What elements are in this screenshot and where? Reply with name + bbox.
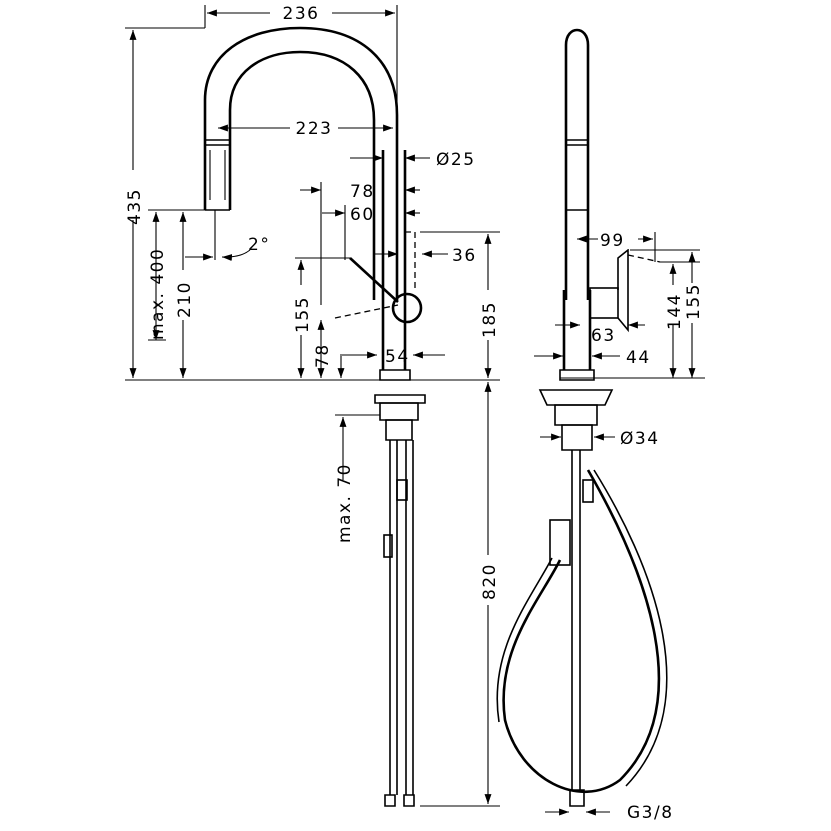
dim-60-label: 60	[350, 205, 375, 225]
side-lever-block	[589, 287, 619, 319]
dim-44-label: 44	[626, 348, 651, 368]
dim-223-label: 223	[296, 119, 333, 139]
side-shank	[561, 424, 593, 451]
deck-flange	[374, 394, 426, 404]
dim-63-label: 63	[591, 326, 616, 346]
spray-head	[205, 139, 230, 211]
body-base	[379, 369, 411, 381]
hose-right	[405, 440, 414, 795]
dim-820-label: 820	[480, 563, 500, 600]
hose-clip-upper	[396, 479, 408, 501]
mount-shank	[385, 419, 413, 441]
side-view	[496, 28, 668, 807]
dim-34-label: Ø34	[620, 429, 660, 449]
side-dimensions: 99 63 144 155 44 Ø34 G3/8	[534, 229, 705, 823]
side-base	[559, 369, 595, 381]
side-hose	[571, 450, 581, 790]
hose-left	[389, 440, 398, 795]
side-spray-band	[566, 139, 588, 211]
dim-36-label: 36	[452, 246, 477, 266]
spout-inner	[228, 50, 376, 300]
dim-54-label: 54	[385, 347, 410, 367]
hose-clip-lower	[383, 534, 393, 558]
spray-head-detail	[209, 150, 226, 200]
pull-out-hose-loop-inner	[496, 469, 668, 787]
dim-210-label: 210	[175, 281, 195, 318]
dim-99-label: 99	[600, 231, 625, 251]
dim-78-label: 78	[350, 182, 375, 202]
side-weight	[549, 519, 571, 566]
faucet-body	[381, 150, 407, 370]
dim-435-label: 435	[125, 188, 145, 225]
side-lever	[617, 248, 629, 333]
dim-70-label: max. 70	[335, 463, 355, 543]
mount-nut	[379, 402, 419, 421]
dim-185-label: 185	[480, 301, 500, 338]
side-lever-dash	[627, 254, 661, 263]
side-spout	[564, 28, 590, 300]
lever-upper-dash	[405, 231, 416, 290]
side-connector	[569, 789, 585, 807]
dim-155b-label: 155	[684, 283, 704, 320]
lever-knob	[391, 292, 423, 324]
side-hose-clip	[582, 479, 594, 503]
dim-78b-label: 78	[313, 343, 333, 368]
dim-236-label: 236	[283, 4, 320, 24]
lever	[349, 257, 399, 303]
spout-outer	[203, 26, 399, 300]
dim-25-label: Ø25	[436, 150, 476, 170]
hose-connector-left	[384, 794, 396, 807]
lever-alt-position	[334, 304, 399, 319]
dim-2deg-label: 2°	[248, 235, 270, 255]
dim-155a-label: 155	[293, 296, 313, 333]
dim-G38-label: G3/8	[627, 803, 674, 823]
side-nut	[554, 404, 598, 426]
hose-connector-right	[403, 794, 415, 807]
side-body	[562, 290, 592, 370]
pull-out-hose-loop	[502, 469, 661, 794]
dim-144-label: 144	[665, 293, 685, 330]
front-view	[125, 26, 500, 807]
dim-400-label: max. 400	[148, 248, 168, 340]
front-dimensions: 236 223 Ø25 78 60 36 2° 435	[122, 2, 500, 807]
side-flange	[538, 389, 614, 406]
